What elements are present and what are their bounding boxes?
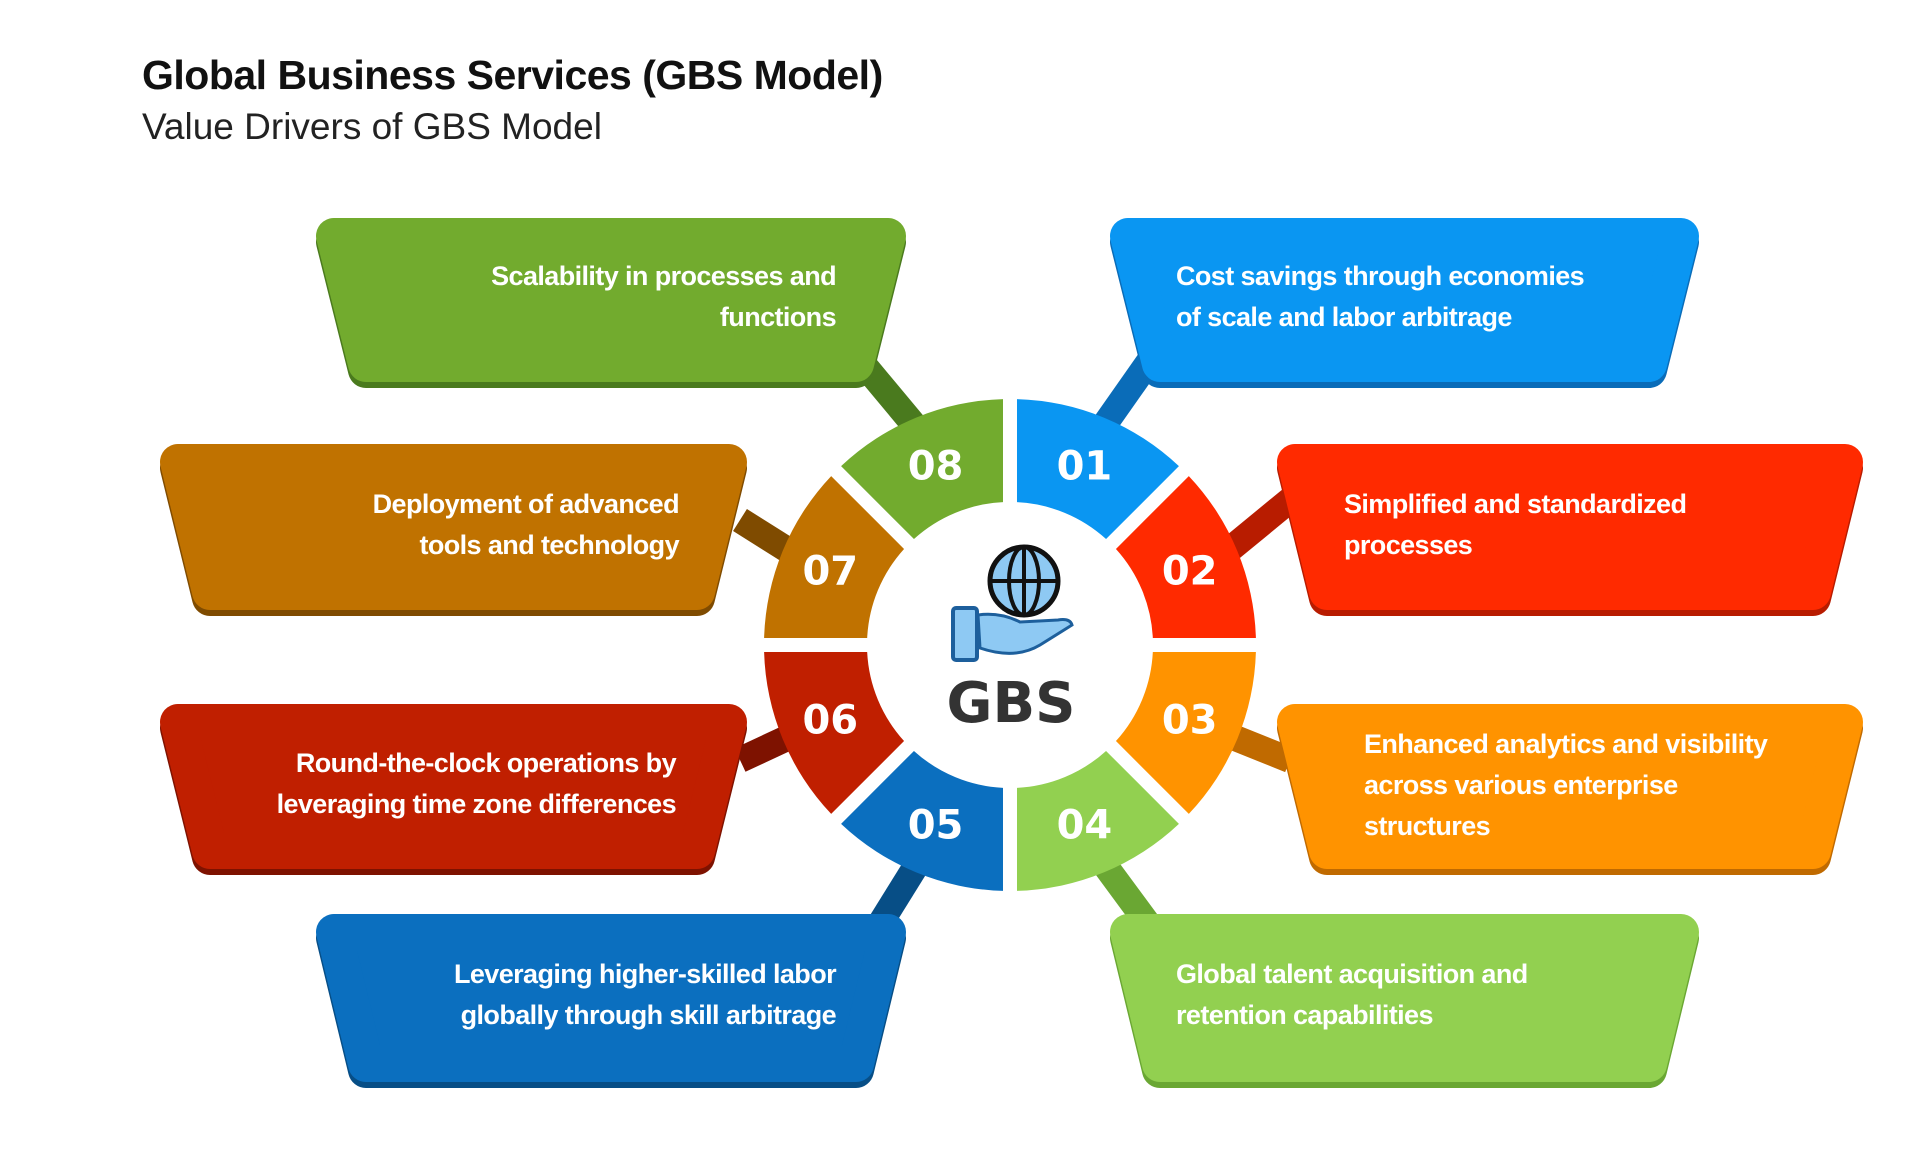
globe-in-hand-icon bbox=[951, 544, 1074, 662]
page-title: Global Business Services (GBS Model) bbox=[142, 52, 883, 98]
driver-boxes: Cost savings through economies of scale a… bbox=[160, 218, 1863, 1088]
driver-text-08: Scalability in processes and functions bbox=[491, 261, 836, 332]
driver-text-03: Enhanced analytics and visibility across … bbox=[1364, 729, 1768, 841]
box-shape bbox=[160, 704, 747, 869]
ring-segment-05 bbox=[841, 750, 1004, 891]
ring-segment-07 bbox=[764, 476, 905, 639]
segment-number-08: 08 bbox=[908, 443, 964, 489]
driver-box-01: Cost savings through economies of scale a… bbox=[1110, 218, 1699, 388]
driver-text-04: Global talent acquisition and retention c… bbox=[1176, 959, 1528, 1030]
driver-box-05: Leveraging higher-skilled labor globally … bbox=[316, 914, 906, 1088]
driver-text-line: structures bbox=[1364, 811, 1490, 841]
driver-text-05: Leveraging higher-skilled labor globally … bbox=[454, 959, 837, 1030]
driver-ring: 01 02 03 04 05 06 07 08 bbox=[764, 399, 1256, 891]
box-shape bbox=[1277, 704, 1863, 869]
box-shape bbox=[1110, 218, 1699, 382]
driver-box-03: Enhanced analytics and visibility across … bbox=[1277, 704, 1863, 875]
driver-text-06: Round-the-clock operations by leveraging … bbox=[277, 748, 677, 819]
page-subtitle: Value Drivers of GBS Model bbox=[142, 106, 602, 147]
segment-number-01: 01 bbox=[1057, 443, 1113, 489]
driver-text-line: retention capabilities bbox=[1176, 1000, 1433, 1030]
driver-box-08: Scalability in processes and functions bbox=[316, 218, 906, 388]
driver-text-line: Round-the-clock operations by bbox=[296, 748, 677, 778]
ring-segment-03 bbox=[1115, 651, 1256, 814]
driver-text-line: functions bbox=[720, 302, 836, 332]
segment-number-07: 07 bbox=[802, 549, 858, 595]
ring-segment-06 bbox=[764, 651, 905, 814]
box-shape bbox=[1110, 914, 1699, 1082]
driver-text-07: Deployment of advanced tools and technolo… bbox=[373, 489, 680, 560]
center-hub: GBS bbox=[947, 544, 1076, 736]
ring-segment-08 bbox=[841, 399, 1004, 540]
driver-text-line: across various enterprise bbox=[1364, 770, 1678, 800]
driver-text-line: tools and technology bbox=[419, 530, 679, 560]
segment-number-06: 06 bbox=[802, 697, 858, 743]
ring-segment-04 bbox=[1016, 750, 1179, 891]
segment-number-02: 02 bbox=[1162, 549, 1218, 595]
driver-text-line: globally through skill arbitrage bbox=[461, 1000, 837, 1030]
ring-segment-02 bbox=[1115, 476, 1256, 639]
driver-text-line: Global talent acquisition and bbox=[1176, 959, 1528, 989]
driver-box-06: Round-the-clock operations by leveraging … bbox=[160, 704, 747, 875]
driver-text-line: Simplified and standardized bbox=[1344, 489, 1686, 519]
driver-text-line: Scalability in processes and bbox=[491, 261, 836, 291]
driver-text-line: leveraging time zone differences bbox=[277, 789, 676, 819]
box-shape bbox=[160, 444, 747, 610]
driver-text-line: Cost savings through economies bbox=[1176, 261, 1584, 291]
driver-text-line: Leveraging higher-skilled labor bbox=[454, 959, 837, 989]
ring-segment-01 bbox=[1016, 399, 1179, 540]
driver-text-line: processes bbox=[1344, 530, 1472, 560]
box-shape bbox=[1277, 444, 1863, 610]
driver-box-02: Simplified and standardized processes bbox=[1277, 444, 1863, 616]
center-label: GBS bbox=[947, 671, 1076, 736]
driver-text-line: of scale and labor arbitrage bbox=[1176, 302, 1512, 332]
driver-box-07: Deployment of advanced tools and technolo… bbox=[160, 444, 747, 616]
box-shape bbox=[316, 914, 906, 1082]
driver-text-line: Enhanced analytics and visibility bbox=[1364, 729, 1768, 759]
driver-text-01: Cost savings through economies of scale a… bbox=[1176, 261, 1584, 332]
box-shape bbox=[316, 218, 906, 382]
driver-text-02: Simplified and standardized processes bbox=[1344, 489, 1686, 560]
segment-number-03: 03 bbox=[1162, 697, 1218, 743]
driver-box-04: Global talent acquisition and retention c… bbox=[1110, 914, 1699, 1088]
driver-text-line: Deployment of advanced bbox=[373, 489, 679, 519]
segment-number-04: 04 bbox=[1057, 803, 1113, 849]
segment-number-05: 05 bbox=[908, 803, 964, 849]
